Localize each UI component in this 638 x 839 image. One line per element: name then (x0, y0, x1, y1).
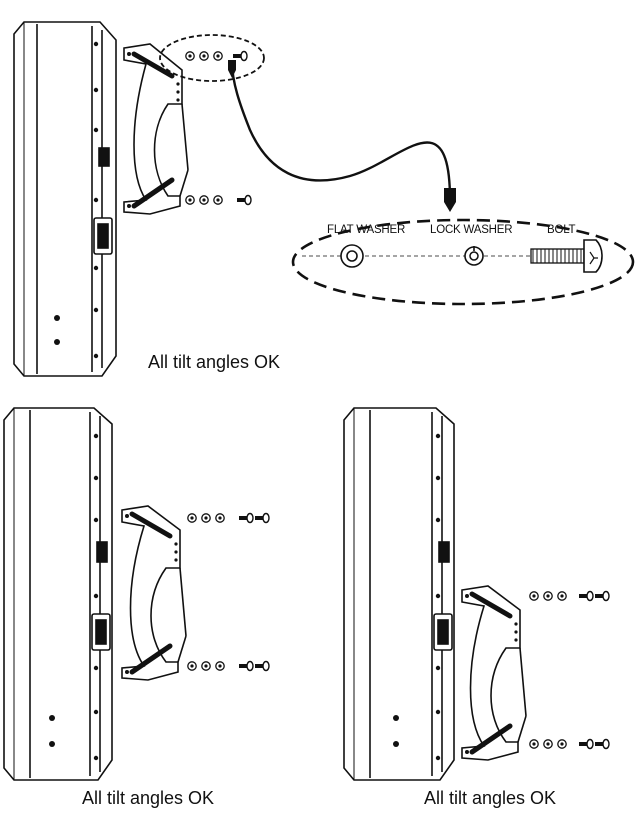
bracket-top (123, 43, 189, 215)
speaker-top (13, 21, 117, 377)
caption-bottom-left: All tilt angles OK (82, 788, 214, 808)
bolt-icon (530, 239, 603, 273)
lock-washer-icon (464, 246, 484, 266)
bracket-bottom-left (121, 505, 187, 681)
flat-washer-label: FLAT WASHER (327, 224, 405, 236)
caption-top: All tilt angles OK (148, 352, 280, 372)
callout-leader (230, 61, 452, 201)
hardware-row-bl-lower (187, 660, 270, 672)
hardware-row-top (185, 50, 248, 62)
speaker-bottom-left (3, 407, 113, 781)
lock-washer-label: LOCK WASHER (430, 224, 512, 236)
hardware-row-bl-upper (187, 512, 270, 524)
hardware-row-br-lower (529, 738, 610, 750)
caption-bottom-right: All tilt angles OK (424, 788, 556, 808)
hardware-row-br-upper (529, 590, 610, 602)
callout-ellipse-small (159, 34, 265, 82)
hardware-row-mid (185, 194, 252, 206)
speaker-bottom-right (343, 407, 455, 781)
bolt-label: BOLT (547, 224, 576, 236)
flat-washer-icon (340, 244, 364, 268)
callout-ellipse-detail (291, 218, 635, 306)
bracket-bottom-right (461, 585, 527, 761)
